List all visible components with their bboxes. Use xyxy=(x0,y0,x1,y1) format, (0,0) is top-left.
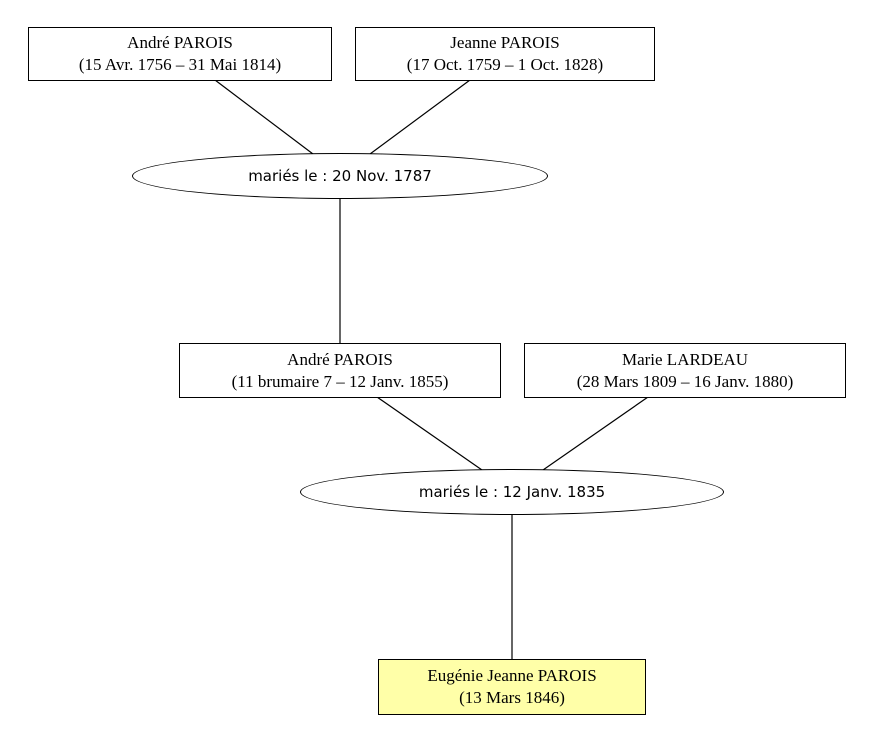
person-box-andre-parois-sr: André PAROIS (15 Avr. 1756 – 31 Mai 1814… xyxy=(28,27,332,81)
person-name: Marie LARDEAU xyxy=(621,349,749,369)
person-box-jeanne-parois: Jeanne PAROIS (17 Oct. 1759 – 1 Oct. 182… xyxy=(355,27,655,81)
person-box-andre-parois-jr: André PAROIS (11 brumaire 7 – 12 Janv. 1… xyxy=(179,343,501,398)
person-dates: (13 Mars 1846) xyxy=(459,688,565,707)
marriage-ellipse-1835: mariés le : 12 Janv. 1835 xyxy=(300,469,724,515)
person-dates: (28 Mars 1809 – 16 Janv. 1880) xyxy=(576,371,794,391)
person-dates: (11 brumaire 7 – 12 Janv. 1855) xyxy=(231,371,449,391)
person-name: Jeanne PAROIS xyxy=(450,33,560,52)
edge-jeanne-to-marriage-1 xyxy=(369,79,471,155)
person-name: André PAROIS xyxy=(287,349,393,369)
person-dates: (15 Avr. 1756 – 31 Mai 1814) xyxy=(78,55,282,74)
edge-andre-sr-to-marriage-1 xyxy=(214,79,314,155)
person-box-marie-lardeau: Marie LARDEAU (28 Mars 1809 – 16 Janv. 1… xyxy=(524,343,846,398)
person-box-eugenie-jeanne-parois: Eugénie Jeanne PAROIS (13 Mars 1846) xyxy=(378,659,646,715)
edge-andre-jr-to-marriage-2 xyxy=(376,396,483,471)
person-name: André PAROIS xyxy=(127,33,233,52)
person-dates: (17 Oct. 1759 – 1 Oct. 1828) xyxy=(406,55,604,74)
person-name: Eugénie Jeanne PAROIS xyxy=(427,666,597,685)
edge-marie-to-marriage-2 xyxy=(542,396,649,471)
marriage-ellipse-1787: mariés le : 20 Nov. 1787 xyxy=(132,153,548,199)
